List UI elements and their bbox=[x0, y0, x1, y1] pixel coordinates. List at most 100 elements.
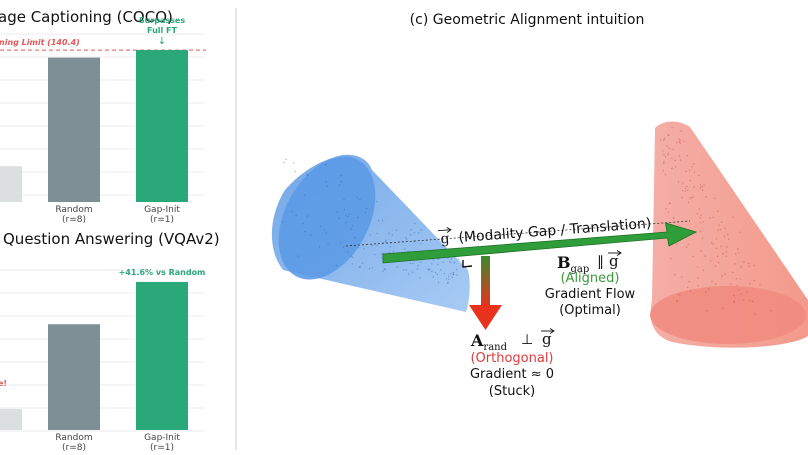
chart-coco-title: age Captioning (COCO) bbox=[0, 8, 173, 26]
blue-sample-point bbox=[358, 266, 361, 268]
blue-sample-point bbox=[310, 234, 312, 236]
red-sample-point bbox=[686, 246, 688, 248]
blue-sample-point bbox=[318, 246, 321, 248]
blue-sample-point bbox=[327, 243, 329, 245]
blue-sample-point bbox=[434, 271, 437, 274]
bar-0 bbox=[0, 408, 22, 430]
aligned-label: (Aligned) bbox=[560, 271, 619, 286]
gradient-flow-arrow bbox=[382, 222, 698, 264]
red-sample-point bbox=[711, 280, 713, 283]
red-sample-point bbox=[736, 285, 738, 287]
red-sample-point bbox=[682, 182, 684, 184]
blue-sample-point bbox=[447, 257, 449, 259]
blue-sample-point bbox=[371, 245, 373, 247]
geometric-intuition-panel: (c) Geometric Alignment intuition g (Mod… bbox=[271, 12, 808, 399]
red-sample-point bbox=[721, 275, 723, 277]
blue-sample-point bbox=[411, 271, 414, 273]
red-sample-point bbox=[701, 186, 703, 188]
red-sample-point bbox=[667, 154, 669, 156]
blue-sample-point bbox=[419, 277, 421, 279]
blue-sample-point bbox=[431, 263, 433, 265]
red-sample-point bbox=[748, 262, 750, 265]
red-sample-point bbox=[671, 157, 673, 160]
red-sample-point bbox=[718, 224, 720, 227]
red-sample-point bbox=[672, 148, 674, 151]
bar-1 bbox=[48, 324, 100, 430]
red-sample-point bbox=[684, 190, 687, 192]
blue-sample-point bbox=[295, 214, 297, 217]
blue-sample-point bbox=[420, 243, 422, 245]
blue-sample-point bbox=[306, 173, 308, 176]
improvement-annotation: +41.6% vs Random bbox=[119, 268, 206, 277]
blue-sample-point bbox=[413, 232, 415, 234]
red-sample-point bbox=[714, 197, 716, 200]
chart-vqav2: Question Answering (VQAv2) mRandom(r=8)G… bbox=[0, 230, 220, 453]
red-sample-point bbox=[662, 150, 664, 152]
blue-sample-point bbox=[448, 275, 450, 278]
blue-sample-point bbox=[376, 232, 378, 234]
red-sample-point bbox=[740, 278, 742, 280]
tick-label-1: Random bbox=[55, 433, 92, 443]
blue-sample-point bbox=[336, 211, 338, 213]
red-sample-point bbox=[677, 293, 679, 296]
blue-sample-point bbox=[445, 278, 448, 280]
red-sample-point bbox=[664, 156, 667, 158]
red-sample-point bbox=[687, 286, 689, 289]
red-sample-point bbox=[702, 221, 704, 223]
reference-dashed-line bbox=[345, 220, 691, 247]
blue-sample-point bbox=[297, 255, 300, 257]
blue-sample-point bbox=[452, 273, 455, 275]
blue-cone-shape bbox=[271, 154, 470, 312]
blue-sample-point bbox=[385, 239, 387, 242]
blue-sample-point bbox=[406, 238, 408, 240]
blue-sample-point bbox=[437, 281, 440, 284]
red-sample-point bbox=[681, 276, 683, 278]
red-sample-point bbox=[703, 184, 705, 186]
red-sample-point bbox=[680, 130, 682, 132]
red-sample-point bbox=[715, 247, 718, 249]
red-sample-point bbox=[770, 310, 772, 312]
b-gap-label: Bgap ∥ g bbox=[557, 250, 622, 275]
red-sample-point bbox=[727, 233, 729, 236]
blue-sample-point bbox=[442, 261, 444, 263]
blue-sample-point bbox=[364, 212, 366, 214]
red-sample-point bbox=[701, 189, 704, 191]
red-sample-point bbox=[740, 293, 742, 296]
red-sample-point bbox=[700, 214, 702, 216]
perp-symbol: ⊥ bbox=[521, 332, 533, 348]
red-sample-point bbox=[698, 174, 700, 176]
g-vector-over-arrow-icon bbox=[437, 229, 450, 232]
a-rand-symbol: Arand bbox=[470, 331, 508, 353]
chart-coco: age Captioning (COCO) ning Limit (140.4)… bbox=[0, 8, 206, 225]
blue-sample-point bbox=[361, 262, 364, 264]
blue-sample-point bbox=[376, 200, 378, 203]
red-sample-point bbox=[675, 166, 677, 168]
red-sample-point bbox=[709, 217, 711, 219]
blue-sample-point bbox=[306, 215, 308, 217]
red-sample-point bbox=[726, 246, 728, 248]
red-sample-point bbox=[663, 160, 665, 163]
blue-sample-point bbox=[303, 194, 306, 196]
blue-sample-point bbox=[414, 222, 416, 225]
blue-sample-point bbox=[306, 174, 309, 177]
red-sample-point bbox=[740, 266, 742, 268]
red-sample-point bbox=[673, 274, 676, 276]
blue-sample-point bbox=[427, 268, 429, 271]
red-sample-point bbox=[689, 290, 691, 292]
blue-sample-point bbox=[348, 213, 350, 215]
red-sample-point bbox=[753, 264, 755, 267]
red-sample-point bbox=[737, 248, 739, 250]
blue-sample-point bbox=[420, 229, 422, 231]
blue-sample-point bbox=[351, 256, 354, 258]
chart-vqav2-tick-labels: mRandom(r=8)Gap-Init(r=1) bbox=[0, 433, 180, 453]
blue-sample-point bbox=[351, 225, 354, 227]
side-note-text: e! bbox=[0, 379, 7, 388]
red-sample-point bbox=[667, 211, 669, 213]
red-sample-point bbox=[667, 134, 669, 136]
blue-sample-point bbox=[412, 262, 414, 264]
red-sample-point bbox=[702, 269, 704, 271]
blue-sample-point bbox=[404, 248, 406, 250]
a-rand-label: Arand ⊥ g bbox=[470, 328, 555, 353]
red-sample-point bbox=[691, 166, 693, 168]
